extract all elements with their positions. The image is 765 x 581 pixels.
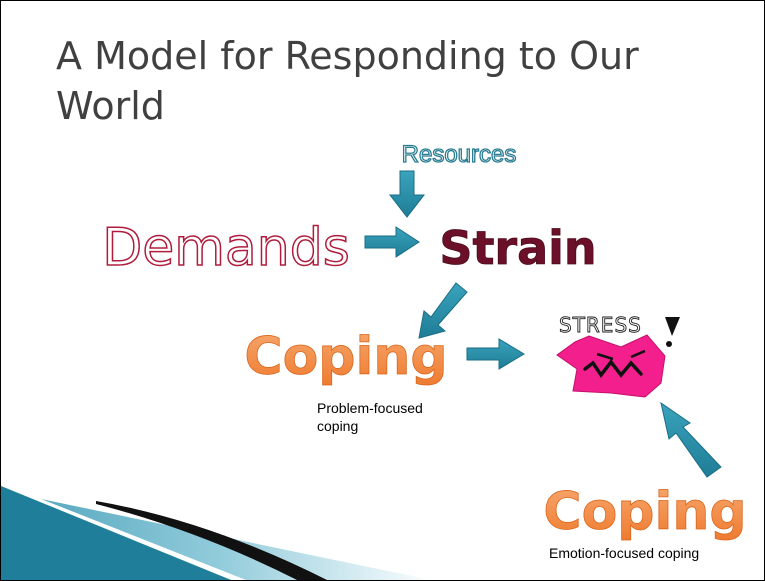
corner-swoosh-decoration [1,486,432,580]
arrow-demands-to-strain [364,226,420,258]
resources-label: Resources [402,141,517,168]
coping-top-label: Coping [244,327,447,387]
stress-doodle-image: STRESS [556,313,680,398]
slide-title: A Model for Responding to Our World [56,34,639,128]
arrow-emotion-coping-to-stress [660,401,722,478]
arrow-strain-to-coping [418,282,468,339]
coping-bottom-label: Coping [543,482,746,542]
emotion-focused-caption: Emotion-focused coping [549,545,699,561]
demands-label: Demands [102,218,350,278]
arrow-resources-to-strain [388,170,426,218]
arrow-coping-to-stress [466,338,525,370]
stress-word: STRESS [559,313,642,337]
strain-label: Strain [439,221,596,275]
problem-focused-line2: coping [317,418,358,434]
problem-focused-line1: Problem-focused [317,400,423,416]
